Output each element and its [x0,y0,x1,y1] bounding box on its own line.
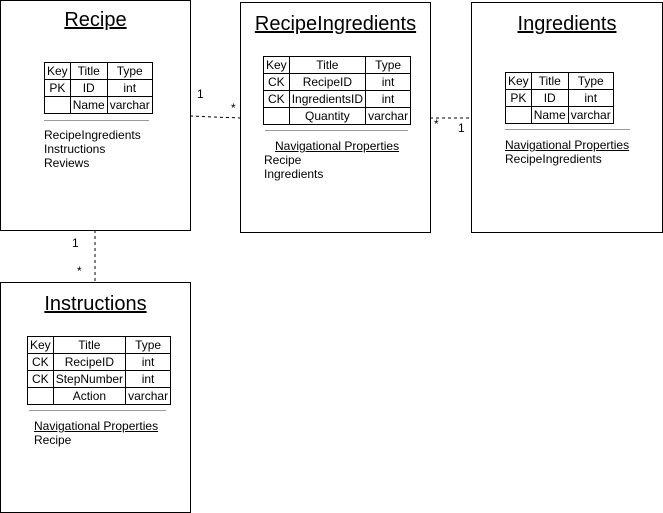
header-cell-title: Title [288,56,367,74]
nav-item: RecipeIngredients [44,128,141,142]
table-row: CK StepNumber int [27,370,172,388]
type-cell: int [567,89,614,107]
header-cell-type: Type [567,72,614,90]
recipe-recipeingredients-link [189,115,241,119]
title-cell: StepNumber [52,370,127,388]
nav-properties-recipe: RecipeIngredients Instructions Reviews [44,128,141,170]
table-row: Quantity varchar [263,107,412,125]
table-row: Action varchar [27,387,172,405]
nav-item: Recipe [264,153,302,167]
table-row: PK ID int [44,79,153,97]
type-cell: varchar [106,96,153,114]
header-cell-type: Type [125,336,172,354]
key-cell: PK [505,89,532,107]
title-cell: ID [69,79,108,97]
separator [44,120,149,121]
entity-title-recipe: Recipe [64,9,127,31]
header-cell-title: Title [530,72,569,90]
title-cell: ID [530,89,569,107]
nav-item: Recipe [34,433,72,447]
title-cell: Name [69,96,108,114]
key-cell [263,107,290,125]
key-cell: CK [27,353,54,371]
nav-properties-recipeingredients: Navigational Properties Recipe Ingredien… [264,139,399,181]
nav-properties-heading: Navigational Properties [505,138,630,152]
entity-ingredients[interactable]: Ingredients Key Title Type PK ID int Nam… [471,2,663,233]
table-row: CK RecipeID int [263,73,412,91]
title-cell: IngredientsID [288,90,367,108]
attribute-table-instructions: Key Title Type CK RecipeID int CK StepNu… [27,336,172,405]
nav-properties-ingredients: Navigational Properties RecipeIngredient… [505,138,629,166]
attribute-table-ingredients: Key Title Type PK ID int Name varchar [505,72,614,124]
cardinality-recipeingredients-many-right: * [434,117,439,131]
entity-title-instructions: Instructions [44,293,147,315]
type-cell: int [106,79,153,97]
nav-properties-heading: Navigational Properties [275,139,400,153]
key-cell: CK [263,90,290,108]
table-header-row: Key Title Type [27,336,172,354]
type-cell: varchar [365,107,412,125]
table-row: Name varchar [44,96,153,114]
header-cell-type: Type [106,62,153,80]
nav-item: Reviews [44,156,90,170]
key-cell: PK [44,79,71,97]
type-cell: int [125,370,172,388]
cardinality-recipeingredients-many: * [231,101,236,115]
table-row: CK RecipeID int [27,353,172,371]
entity-recipe[interactable]: Recipe Key Title Type PK ID int Name var… [0,0,191,231]
title-cell: Quantity [288,107,367,125]
title-cell: Action [52,387,127,405]
type-cell: int [365,73,412,91]
cardinality-recipe-one: 1 [197,87,204,101]
table-row: PK ID int [505,89,614,107]
separator [29,410,166,411]
cardinality-instructions-many: * [77,264,82,278]
cardinality-recipe-one-down: 1 [72,236,79,250]
key-cell [505,106,532,124]
entity-instructions[interactable]: Instructions Key Title Type CK RecipeID … [0,282,191,513]
entity-title-recipeingredients: RecipeIngredients [254,13,417,35]
attribute-table-recipe: Key Title Type PK ID int Name varchar [44,62,153,114]
type-cell: int [365,90,412,108]
nav-properties-heading: Navigational Properties [34,419,159,433]
type-cell: varchar [567,106,614,124]
nav-item: Instructions [44,142,106,156]
key-cell: CK [27,370,54,388]
table-row: Name varchar [505,106,614,124]
header-cell-type: Type [365,56,412,74]
attribute-table-recipeingredients: Key Title Type CK RecipeID int CK Ingred… [263,56,412,125]
nav-item: RecipeIngredients [505,152,602,166]
title-cell: Name [530,106,569,124]
header-cell-key: Key [44,62,71,80]
table-header-row: Key Title Type [44,62,153,80]
table-row: CK IngredientsID int [263,90,412,108]
title-cell: RecipeID [288,73,367,91]
header-cell-key: Key [505,72,532,90]
entity-recipeingredients[interactable]: RecipeIngredients Key Title Type CK Reci… [240,2,431,233]
entity-title-ingredients: Ingredients [517,13,617,35]
header-cell-title: Title [52,336,127,354]
header-cell-key: Key [263,56,290,74]
type-cell: varchar [125,387,172,405]
nav-item: Ingredients [264,167,324,181]
header-cell-key: Key [27,336,54,354]
title-cell: RecipeID [52,353,127,371]
key-cell [27,387,54,405]
table-header-row: Key Title Type [505,72,614,90]
nav-properties-instructions: Navigational Properties Recipe [34,419,158,447]
header-cell-title: Title [69,62,108,80]
separator [265,130,408,131]
separator [505,129,630,130]
cardinality-ingredients-one: 1 [458,121,465,135]
table-header-row: Key Title Type [263,56,412,74]
type-cell: int [125,353,172,371]
key-cell: CK [263,73,290,91]
key-cell [44,96,71,114]
